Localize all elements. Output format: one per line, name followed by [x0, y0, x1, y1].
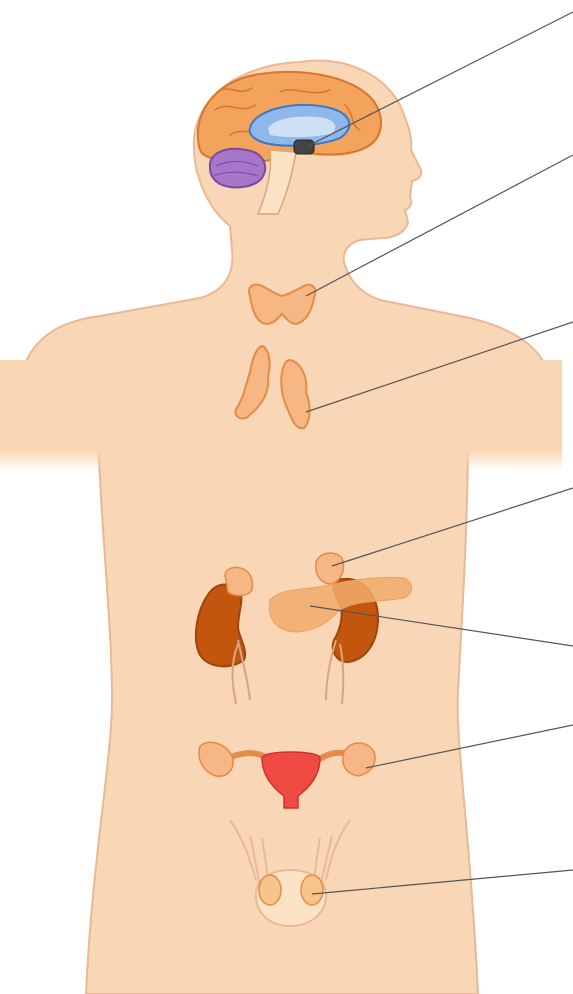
left-adrenal-icon	[225, 568, 252, 596]
right-testis	[301, 875, 323, 905]
cerebellum	[210, 149, 265, 188]
right-adrenal-icon	[316, 553, 344, 584]
right-arm-fade	[462, 360, 562, 470]
torso-join	[100, 420, 466, 450]
left-testis	[259, 875, 281, 905]
left-arm-fade	[0, 360, 100, 470]
pituitary-icon	[294, 140, 314, 154]
